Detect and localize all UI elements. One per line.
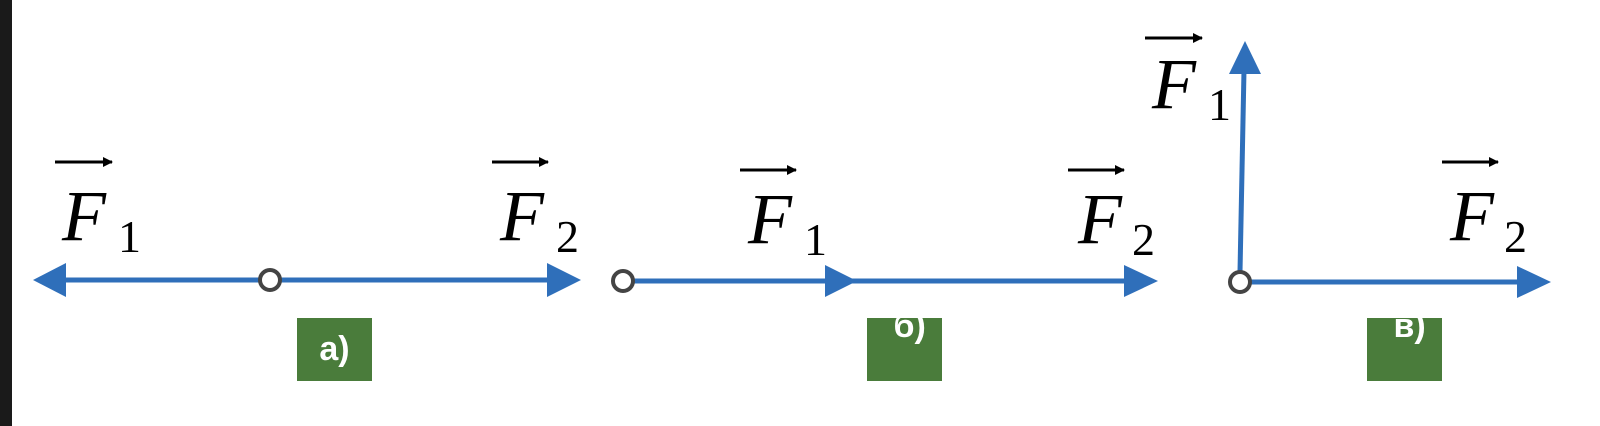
vector-subscript: 1 [804,214,827,265]
arrow-head-f1 [33,263,66,297]
vector-name: F [1077,179,1123,259]
application-point [1228,270,1252,294]
vector-label-f2: F 2 [1442,157,1527,262]
vector-name: F [61,176,107,256]
diagram-a: F 1 F 2 [33,157,581,297]
arrow-head-f2 [547,263,581,297]
vector-name: F [1151,44,1197,124]
diagram-b: F 1 F 2 [611,165,1158,297]
diagram-label-a: a) [297,318,372,381]
diagram-label-b: б) [867,318,942,381]
vector-label-f1: F 1 [55,157,141,262]
vector-subscript: 2 [556,211,579,262]
vector-name: F [747,179,793,259]
label-text: a) [319,330,350,368]
vector-subscript: 1 [1208,79,1231,130]
vector-subscript: 2 [1132,214,1155,265]
diagram-c: F 1 F 2 [1145,33,1551,298]
left-edge-strip [0,0,12,426]
label-text: б) [893,318,926,345]
force-line-vertical [1237,69,1247,273]
vector-label-f2: F 2 [492,157,579,262]
application-point [258,268,282,292]
vector-name: F [499,176,545,256]
vector-label-f1: F 1 [1145,33,1231,130]
diagram-label-c: в) [1367,318,1442,381]
application-point [611,269,635,293]
label-text: в) [1393,318,1426,345]
vector-subscript: 2 [1504,211,1527,262]
vector-label-f2: F 2 [1068,165,1155,265]
vector-subscript: 1 [118,211,141,262]
vector-label-f1: F 1 [740,165,827,265]
arrow-head-f1 [825,265,857,297]
arrow-head-f1 [1229,41,1261,74]
arrow-head-f2 [1517,266,1551,298]
arrow-head-f2 [1124,265,1158,297]
vector-name: F [1449,176,1495,256]
